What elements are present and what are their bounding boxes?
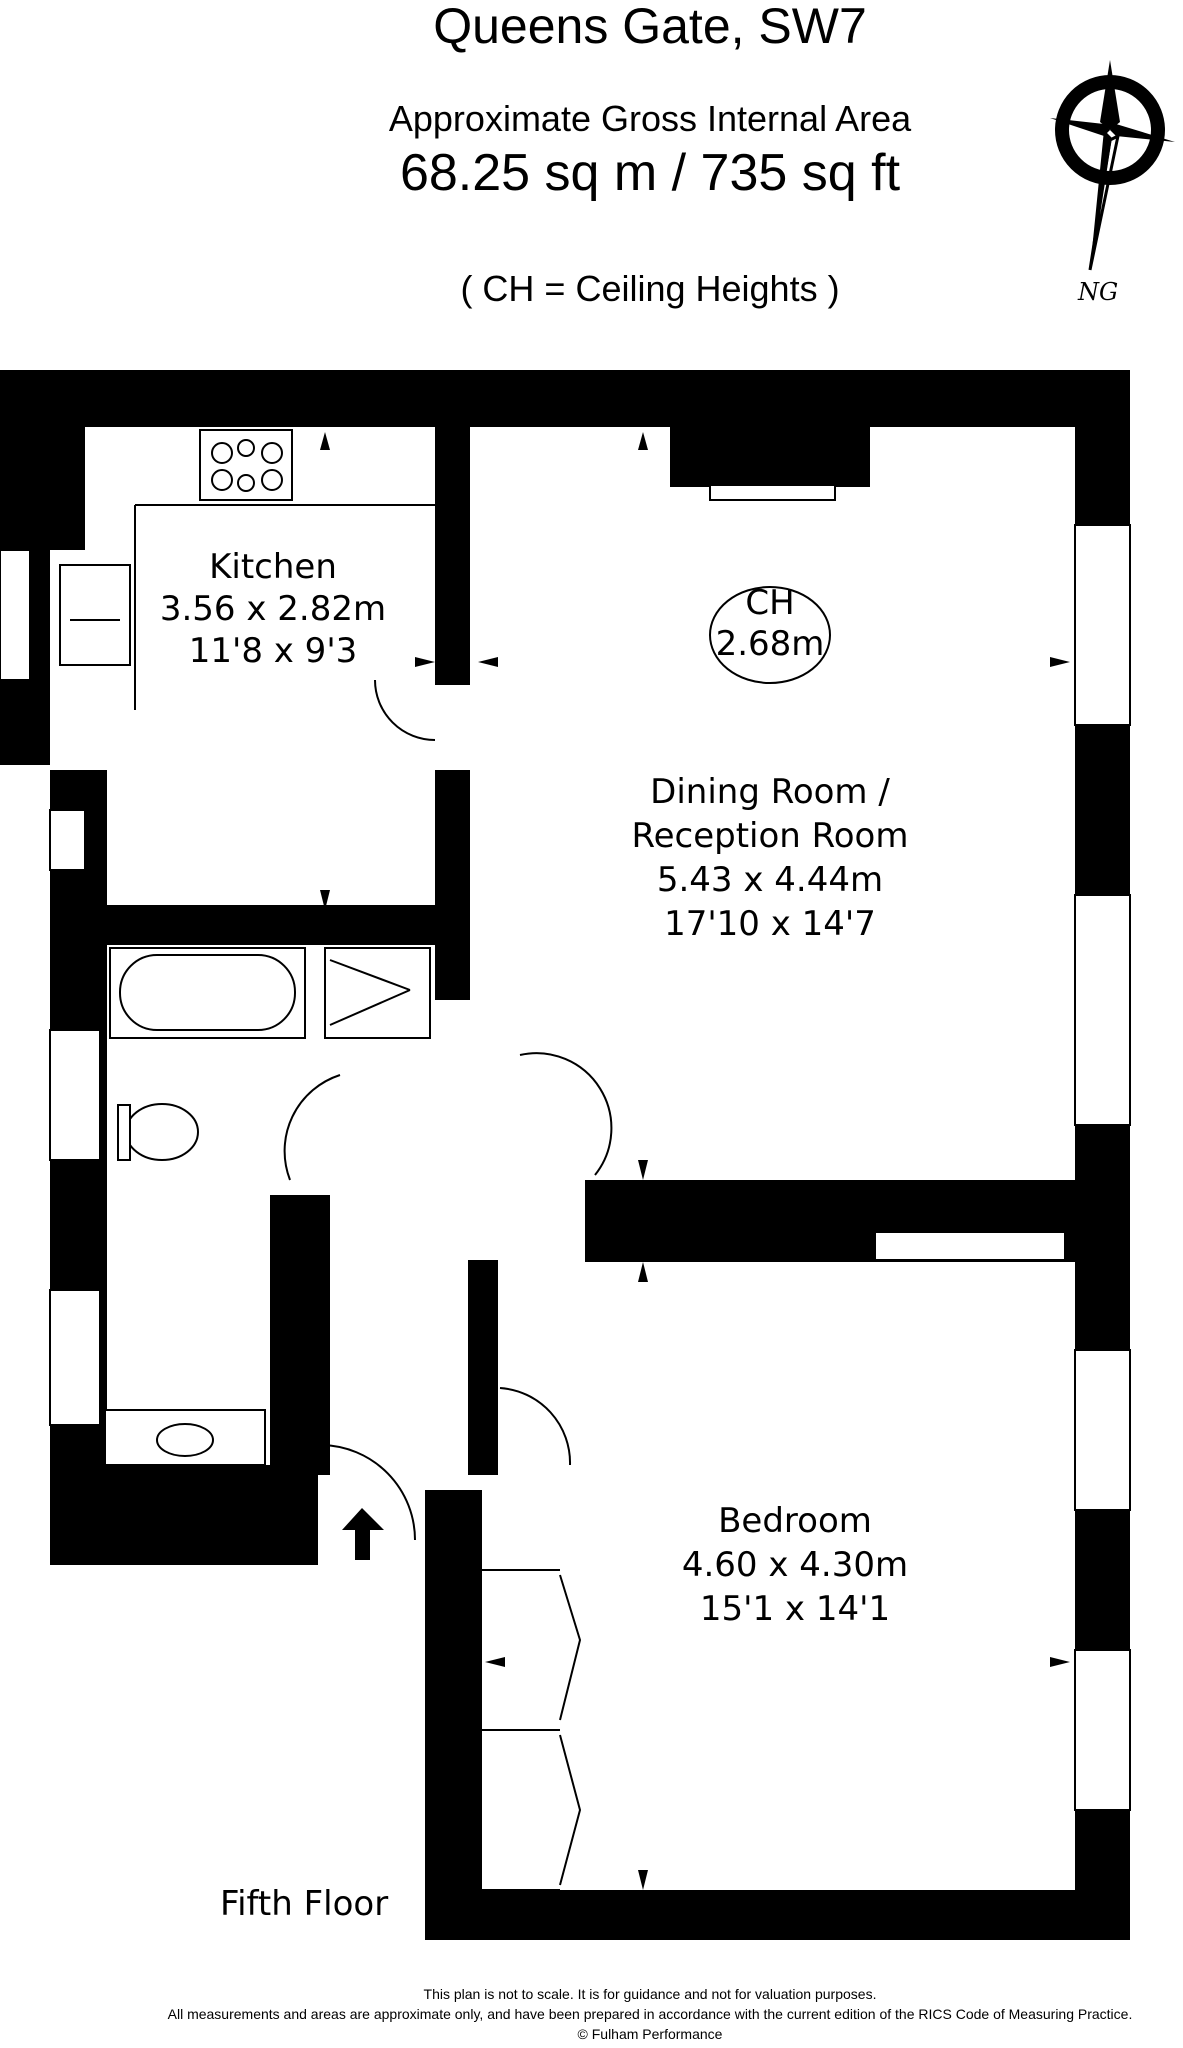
ch-label: CH [745,583,794,623]
bedroom-imperial: 15'1 x 14'1 [700,1589,890,1629]
dimension-arrows [320,432,1070,1890]
kitchen-imperial: 11'8 x 9'3 [189,631,358,671]
dining-name-line2: Reception Room [632,816,909,856]
bedroom-name: Bedroom [718,1501,872,1541]
windows [0,524,1131,1811]
ceiling-height-badge [709,586,831,684]
compass-label: NG [1077,278,1118,306]
fireplace [709,484,836,501]
copyright: © Fulham Performance [577,2026,723,2042]
kitchen-metric: 3.56 x 2.82m [160,589,386,629]
area-value: 68.25 sq m / 735 sq ft [399,144,901,202]
dining-metric: 5.43 x 4.44m [657,860,883,900]
kitchen-fixtures [59,429,435,710]
kitchen-name: Kitchen [209,547,337,587]
plan-title: Queens Gate, SW7 [433,0,867,54]
dining-name-line1: Dining Room / [650,772,890,812]
entrance-arrow-icon [342,1508,384,1560]
ch-value: 2.68m [716,624,825,664]
dining-imperial: 17'10 x 14'7 [664,904,876,944]
ceiling-height-note: ( CH = Ceiling Heights ) [460,268,840,309]
area-label: Approximate Gross Internal Area [388,98,912,139]
wardrobes [482,1569,582,1891]
compass-icon: NG [1050,60,1175,306]
disclaimer-line1: This plan is not to scale. It is for gui… [423,1986,877,2002]
bathroom-fixtures [104,947,431,1466]
bedroom-metric: 4.60 x 4.30m [682,1545,908,1585]
floor-label: Fifth Floor [220,1884,388,1924]
disclaimer-line2: All measurements and areas are approxima… [167,2006,1133,2022]
doors [283,679,613,1541]
